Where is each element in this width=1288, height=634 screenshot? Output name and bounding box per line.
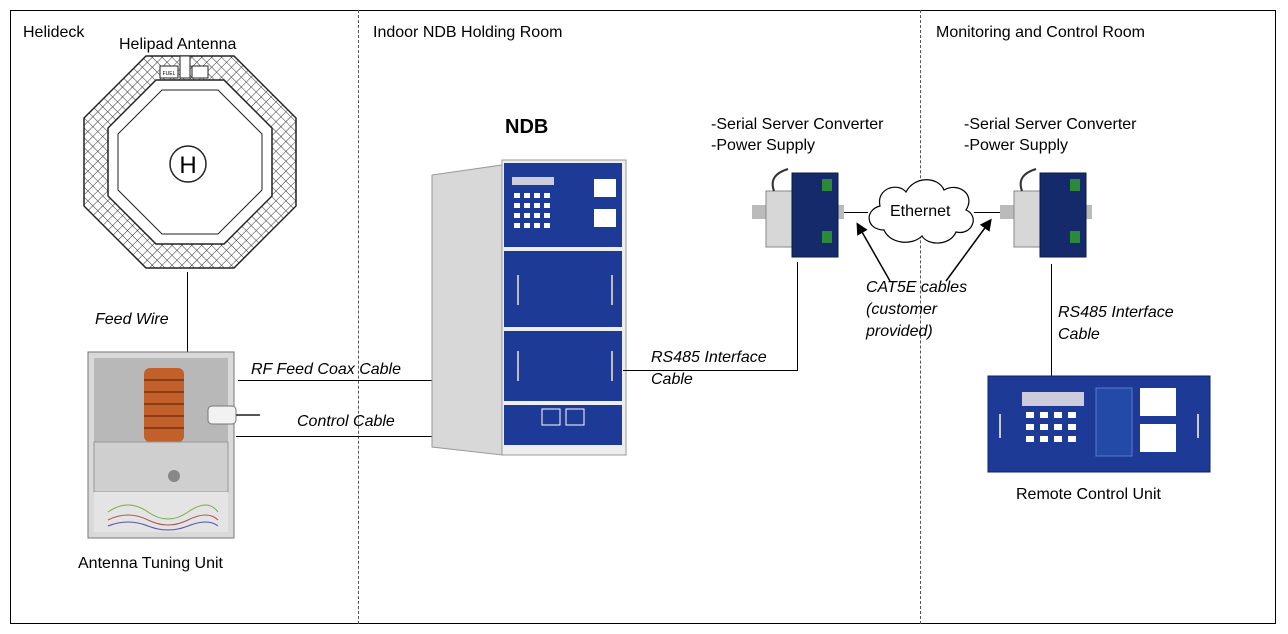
converter-right-line2: -Power Supply bbox=[964, 137, 1069, 154]
antenna-tuning-unit-label: Antenna Tuning Unit bbox=[78, 555, 223, 572]
rf-feed-coax-label: RF Feed Coax Cable bbox=[251, 361, 401, 378]
rs485-left-line-vertical bbox=[797, 262, 798, 371]
converter-left-line2: -Power Supply bbox=[711, 137, 816, 154]
ethernet-link-left bbox=[844, 212, 868, 213]
helipad-antenna-label: Helipad Antenna bbox=[119, 36, 237, 53]
feed-wire-label: Feed Wire bbox=[95, 311, 169, 328]
helipad-letter: H bbox=[179, 152, 196, 179]
section-ndb-room-title: Indoor NDB Holding Room bbox=[373, 24, 563, 41]
rs485-right-line bbox=[1051, 264, 1052, 376]
remote-control-unit-illustration bbox=[987, 375, 1211, 473]
section-divider-right bbox=[920, 10, 921, 624]
converter-right-illustration bbox=[1000, 168, 1092, 258]
section-monitoring-room-title: Monitoring and Control Room bbox=[936, 24, 1145, 41]
ndb-title: NDB bbox=[505, 116, 549, 138]
control-cable-label: Control Cable bbox=[297, 413, 395, 430]
rs485-left-line-horizontal bbox=[623, 370, 798, 371]
diagram-frame bbox=[10, 10, 1276, 624]
fuel-sign: FUEL bbox=[163, 71, 176, 77]
rf-feed-coax-line bbox=[238, 380, 448, 381]
cat5e-label-line2: (customer bbox=[866, 301, 938, 318]
control-cable-line bbox=[236, 436, 499, 437]
converter-left-illustration bbox=[752, 168, 844, 258]
remote-control-unit-label: Remote Control Unit bbox=[1016, 486, 1161, 503]
converter-left-line1: -Serial Server Converter bbox=[711, 116, 884, 133]
section-helideck-title: Helideck bbox=[23, 24, 85, 41]
cat5e-arrows bbox=[856, 218, 992, 282]
ethernet-link-right bbox=[974, 212, 1000, 213]
ndb-cabinet-illustration bbox=[431, 159, 627, 456]
converter-right-line1: -Serial Server Converter bbox=[964, 116, 1137, 133]
cat5e-label-line1: CAT5E cables bbox=[866, 279, 968, 296]
rs485-left-label-line2: Cable bbox=[651, 371, 693, 388]
section-divider-left bbox=[358, 10, 359, 624]
antenna-tuning-unit-illustration bbox=[87, 351, 260, 539]
ethernet-cloud bbox=[868, 179, 974, 244]
helipad-antenna-illustration: H FUEL bbox=[83, 55, 297, 269]
cat5e-label-line3: provided) bbox=[866, 323, 933, 340]
rs485-left-label-line1: RS485 Interface bbox=[651, 349, 767, 366]
ethernet-label: Ethernet bbox=[890, 203, 951, 220]
rs485-right-label-line2: Cable bbox=[1058, 326, 1100, 343]
rs485-right-label-line1: RS485 Interface bbox=[1058, 304, 1174, 321]
feed-wire-line bbox=[187, 272, 188, 352]
